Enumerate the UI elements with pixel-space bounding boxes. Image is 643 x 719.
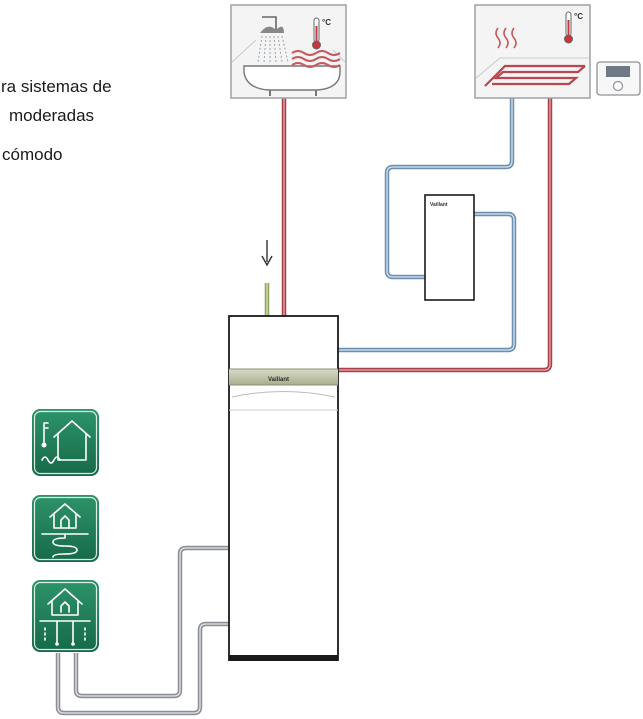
heating-return-pipe (338, 211, 517, 353)
heat-waves-icon (291, 50, 341, 68)
floor-heating-flow-pipe (338, 97, 553, 373)
floor-heating-room: °C (474, 4, 591, 99)
ground-coil-house-icon (32, 495, 99, 562)
floor-heat-waves-icon (495, 27, 517, 49)
thermometer-house-icon (32, 409, 99, 476)
buffer-tank-brand: Vaillant (430, 202, 448, 208)
caption-line-2: moderadas (9, 106, 95, 125)
floor-coil-icon (484, 64, 586, 87)
floor-heating-return-pipe (384, 97, 515, 280)
cold-water-inlet (261, 240, 273, 316)
caption-line-3: cómodo (2, 145, 63, 164)
floor-temp-label: °C (574, 12, 583, 21)
bathroom-thermometer-icon: °C (312, 17, 331, 50)
caption-line-1: ra sistemas de (1, 77, 112, 96)
bathtub-icon (243, 65, 341, 96)
room-thermostat (596, 61, 641, 96)
heat-pump-brand: Vaillant (268, 377, 289, 383)
bathroom-room: °C (230, 4, 347, 99)
heat-pump-unit: Vaillant (228, 315, 339, 661)
brine-circuit-pipes (55, 545, 229, 716)
buffer-tank: Vaillant (424, 194, 475, 301)
ground-probe-house-icon (32, 580, 99, 652)
shower-icon (257, 16, 289, 63)
floor-thermometer-icon: °C (564, 11, 583, 44)
bathroom-temp-label: °C (322, 18, 331, 27)
